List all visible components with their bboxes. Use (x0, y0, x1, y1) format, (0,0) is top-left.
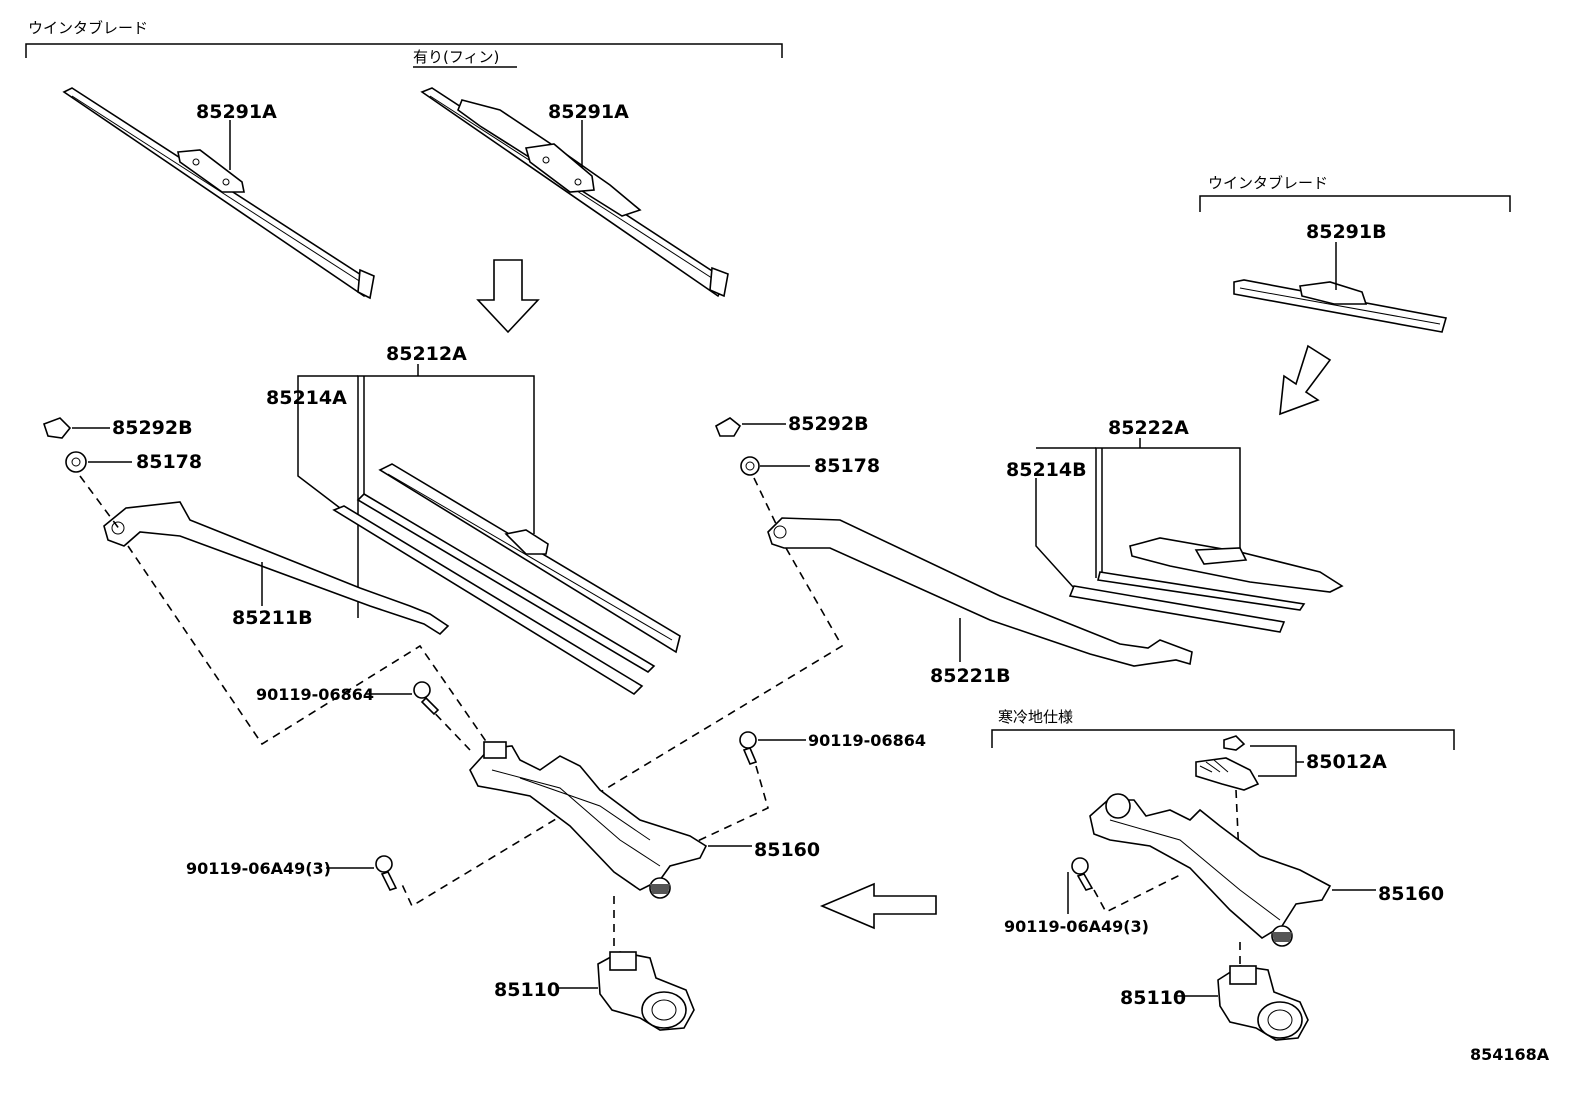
label-85110-left: 85110 (494, 979, 560, 1001)
cold-climate-bracket (991, 729, 1455, 750)
label-90119-06864-right: 90119-06864 (808, 731, 926, 750)
dash-nut-arm-right (753, 477, 779, 529)
wiper-blade-85222A[interactable] (1097, 537, 1344, 611)
label-90119-06864-left: 90119-06864 (256, 685, 374, 704)
label-85211B: 85211B (232, 607, 313, 629)
cold-climate-label: 寒冷地仕様 (998, 708, 1073, 726)
with-fin-label: 有り(フィン) (413, 48, 499, 66)
wiper-blade-85291A-1[interactable] (62, 87, 375, 300)
dash-arm-to-link-left (127, 545, 493, 751)
bolt-90119-06A49-right[interactable] (1071, 857, 1094, 891)
winter-blade-left-group: ウインタブレード 有り(フィン) (25, 19, 783, 68)
winter-blade-right-group: ウインタブレード (1199, 174, 1511, 212)
wiper-link-85160-right[interactable] (1089, 793, 1332, 947)
arm-cap-85292B-right[interactable] (714, 417, 742, 437)
wiper-blade-85291B[interactable] (1233, 279, 1448, 333)
winter-blade-left-bracket (25, 43, 783, 58)
wiper-motor-85110-right[interactable] (1217, 965, 1309, 1041)
label-85178-right: 85178 (814, 455, 880, 477)
label-90119-06A49-left: 90119-06A49(3) (186, 859, 331, 878)
wiper-rubber-85214B[interactable] (1068, 585, 1286, 633)
bracket-85214A-top (297, 375, 358, 410)
wiper-motor-85110-left[interactable] (597, 951, 695, 1031)
label-85110-right: 85110 (1120, 987, 1186, 1009)
label-85291B: 85291B (1306, 221, 1387, 243)
bracket-85012A (1250, 745, 1297, 777)
left-arrow-icon (819, 882, 937, 930)
dash-bolt-right-link (639, 765, 769, 869)
dash-bolt-right-link2 (1093, 873, 1183, 914)
bracket-85222A (1095, 447, 1241, 578)
wiper-link-85160-left[interactable] (469, 741, 708, 899)
arm-cap-85292B-left[interactable] (42, 417, 72, 439)
diagonal-arrow-icon (1279, 344, 1332, 416)
label-85212A: 85212A (386, 343, 467, 365)
winter-blade-right-bracket (1199, 195, 1511, 212)
label-85291A-1: 85291A (196, 101, 277, 123)
wiper-rubber-85214A[interactable] (332, 505, 644, 696)
bolt-90119-06864-right[interactable] (739, 731, 758, 765)
dash-bolt1-left (425, 703, 471, 751)
label-85221B: 85221B (930, 665, 1011, 687)
leader-85214A (297, 410, 341, 509)
dash-nut-arm-left (79, 475, 121, 531)
bolt-90119-06864-left[interactable] (413, 681, 440, 716)
winter-blade-right-label: ウインタブレード (1208, 174, 1328, 192)
label-85160-left: 85160 (754, 839, 820, 861)
nut-85178-left[interactable] (65, 451, 87, 473)
label-85214B: 85214B (1006, 459, 1087, 481)
label-85178-left: 85178 (136, 451, 202, 473)
nut-85178-right[interactable] (740, 456, 760, 476)
leader-85214B (1035, 478, 1075, 589)
down-arrow-icon (476, 259, 540, 334)
diagram-id: 854168A (1470, 1045, 1550, 1064)
label-85214A: 85214A (266, 387, 347, 409)
dash-arm-to-link-right (399, 547, 844, 908)
wiper-arm-85211B[interactable] (103, 501, 450, 636)
wiper-blade-85291A-2[interactable] (420, 87, 729, 298)
cold-climate-group: 寒冷地仕様 (991, 708, 1455, 750)
bracket-85212A (357, 375, 535, 618)
label-85292B-left: 85292B (112, 417, 193, 439)
label-90119-06A49-right: 90119-06A49(3) (1004, 917, 1149, 936)
label-85222A: 85222A (1108, 417, 1189, 439)
label-85292B-right: 85292B (788, 413, 869, 435)
bolt-90119-06A49-left[interactable] (375, 855, 398, 891)
label-85291A-2: 85291A (548, 101, 629, 123)
wiper-arm-85221B[interactable] (767, 517, 1193, 667)
wiper-blade-85212A[interactable] (356, 463, 681, 674)
label-85012A: 85012A (1306, 751, 1387, 773)
deicer-cover-85012A[interactable] (1195, 735, 1260, 791)
label-85160-right: 85160 (1378, 883, 1444, 905)
winter-blade-left-label: ウインタブレード (28, 19, 148, 37)
